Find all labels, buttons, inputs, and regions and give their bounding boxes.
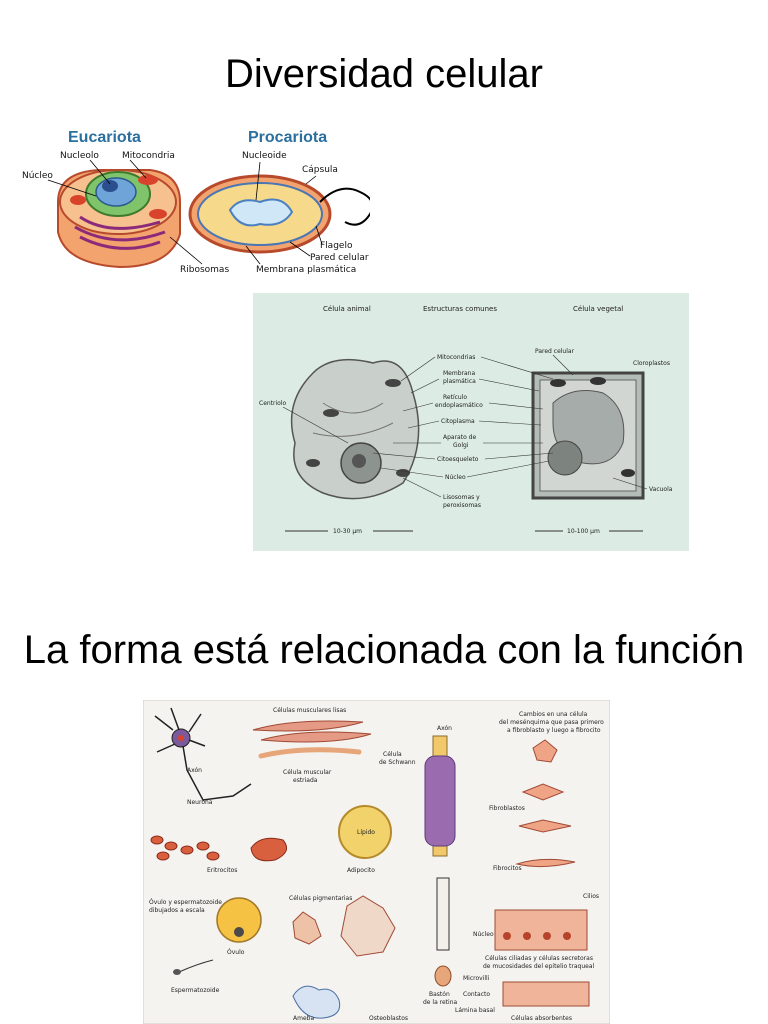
label-citoplasma: Citoplasma (441, 418, 475, 425)
label-nucleo-3: Núcleo (473, 931, 494, 938)
label-microvilli: Microvilli (463, 975, 490, 982)
svg-text:10-30 µm: 10-30 µm (333, 528, 362, 535)
label-cambios-1: Cambios en una célula (519, 711, 588, 718)
label-ciliadas-2: de mucosidades del epitelio traqueal (483, 963, 595, 970)
label-ovulo: Óvulo (227, 949, 245, 956)
eukaryote-heading: Eucariota (68, 129, 141, 146)
label-ciliadas-1: Células ciliadas y células secretoras (485, 955, 593, 962)
slide-title-bottom: La forma está relacionada con la función (23, 628, 745, 672)
label-fibrocitos: Fibrocitos (493, 865, 522, 872)
label-mitocondrias: Mitocondrias (437, 354, 475, 361)
label-capsula: Cápsula (302, 165, 338, 175)
header-comunes: Estructuras comunes (423, 305, 497, 313)
label-eritrocitos: Eritrocitos (207, 867, 237, 874)
label-axon-schwann: Axón (437, 725, 452, 732)
label-musculares-lisas: Células musculares lisas (273, 707, 346, 714)
label-pared-celular: Pared celular (535, 348, 575, 355)
eukaryote-cell (57, 169, 181, 269)
prokaryote-heading: Procariota (248, 129, 327, 146)
svg-text:10-100 µm: 10-100 µm (567, 528, 600, 535)
label-pared: Pared celular (310, 253, 369, 263)
prokaryote-cell (188, 174, 370, 254)
label-lisosomas-2: peroxisomas (443, 502, 481, 509)
scale-bar-animal: 10-30 µm (285, 528, 413, 535)
label-ameba: Ameba (293, 1015, 314, 1022)
label-adipocito: Adipocito (347, 867, 375, 874)
plant-cell (531, 371, 645, 500)
label-contacto: Contacto (463, 991, 490, 998)
label-membrana-1: Membrana (443, 370, 475, 377)
label-mitocondria: Mitocondria (122, 151, 175, 161)
label-muscular-1: Célula muscular (283, 769, 332, 776)
label-reticulo-1: Retículo (443, 394, 467, 401)
label-nucleo: Núcleo (22, 171, 53, 181)
label-schwann-2: de Schwann (379, 759, 416, 766)
label-golgi-1: Aparato de (443, 434, 476, 441)
label-centriolo: Centriolo (259, 400, 287, 407)
label-pigmentarias: Células pigmentarias (289, 895, 352, 902)
label-baston-1: Bastón (429, 991, 450, 998)
scale-bar-vegetal: 10-100 µm (535, 528, 643, 535)
header-vegetal: Célula vegetal (573, 305, 623, 313)
label-membrana-2: plasmática (443, 378, 476, 385)
label-muscular-2: estriada (293, 777, 318, 784)
label-osteoblastos: Osteoblastos (369, 1015, 408, 1022)
label-citoesqueleto: Citoesqueleto (437, 456, 479, 463)
label-nucleolo: Nucleolo (60, 151, 99, 161)
label-cilios: Cilios (583, 893, 599, 900)
label-nucleo-2: Núcleo (445, 474, 466, 481)
label-ribosomas: Ribosomas (180, 265, 229, 275)
label-schwann-1: Célula (383, 751, 402, 758)
label-lisosomas-1: Lisosomas y (443, 494, 480, 501)
label-axon-neurona: Axón (187, 767, 202, 774)
label-baston-2: de la retina (423, 999, 458, 1006)
label-cambios-3: a fibroblasto y luego a fibrocito (507, 727, 601, 734)
neuron (154, 707, 252, 801)
eukaryote-prokaryote-figure: Eucariota Procariota Nucleolo Mitocondri… (22, 129, 370, 275)
label-absorbentes: Células absorbentes (511, 1015, 572, 1022)
label-flagelo: Flagelo (320, 241, 353, 251)
label-golgi-2: Golgi (453, 442, 469, 449)
label-nucleoide: Nucleoide (242, 151, 287, 161)
label-ovulo-esp-2: dibujados a escala (149, 907, 205, 914)
label-membrana: Membrana plasmática (256, 265, 356, 275)
label-cloroplastos: Cloroplastos (633, 360, 670, 367)
label-vacuola: Vacuola (649, 486, 673, 493)
label-neurona: Neurona (187, 799, 213, 806)
animal-plant-cell-figure: Célula animal Estructuras comunes Célula… (253, 293, 689, 551)
label-reticulo-2: endoplasmático (435, 402, 483, 409)
header-animal: Célula animal (323, 305, 371, 313)
cell-types-figure: Axón Neurona Células musculares lisas Cé… (143, 700, 610, 1024)
slide-title-top: Diversidad celular (225, 52, 543, 96)
label-fibroblastos: Fibroblastos (489, 805, 525, 812)
label-lamina: Lámina basal (455, 1007, 495, 1014)
label-ovulo-esp-1: Óvulo y espermatozoide (149, 899, 222, 906)
label-espermatozoide: Espermatozoide (171, 987, 220, 994)
label-cambios-2: del mesénquima que pasa primero (499, 719, 604, 726)
animal-cell (290, 358, 420, 500)
label-lipido: Lípido (357, 829, 375, 836)
